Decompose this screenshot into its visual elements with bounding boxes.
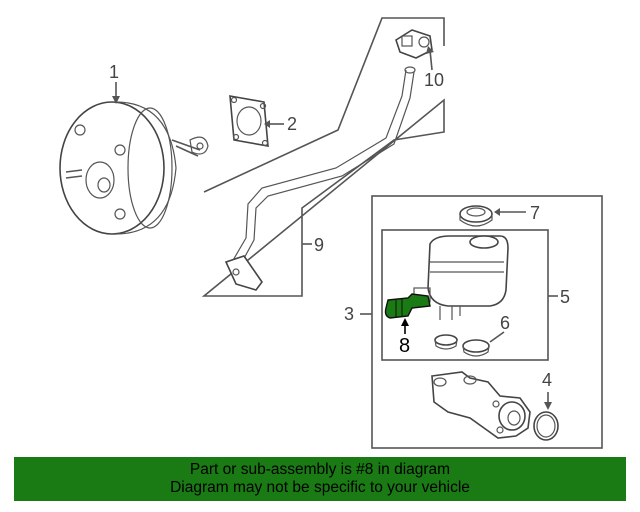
o-ring-part-4[interactable] <box>533 411 559 441</box>
callout-3: 3 <box>344 304 354 324</box>
hose-group-outline <box>201 17 445 297</box>
master-cylinder-body[interactable] <box>431 371 531 439</box>
callout-6: 6 <box>500 313 510 333</box>
banner-line-2: Diagram may not be specific to your vehi… <box>170 479 470 496</box>
info-banner: Part or sub-assembly is #8 in diagram Di… <box>14 457 626 501</box>
callout-5: 5 <box>560 287 570 307</box>
vacuum-hose-part-9[interactable] <box>224 66 416 291</box>
reservoir-kit-box <box>381 229 549 361</box>
parts-diagram: 1 2 9 10 3 5 7 <box>59 17 603 449</box>
callout-8: 8 <box>399 335 410 357</box>
fluid-reservoir[interactable] <box>413 235 509 320</box>
callout-4: 4 <box>542 370 552 390</box>
fitting-part-8-highlighted[interactable] <box>384 293 431 319</box>
brake-booster-part-1[interactable] <box>59 101 209 235</box>
master-cylinder-assembly-box <box>371 195 603 449</box>
callout-1: 1 <box>109 62 119 82</box>
callout-7: 7 <box>530 203 540 223</box>
grommets-part-6[interactable] <box>434 334 490 357</box>
gasket-part-2[interactable] <box>229 95 269 147</box>
reservoir-cap-part-7[interactable] <box>459 205 493 227</box>
callout-10: 10 <box>424 70 444 90</box>
callout-9: 9 <box>314 235 324 255</box>
callout-2: 2 <box>287 114 297 134</box>
banner-line-1: Part or sub-assembly is #8 in diagram <box>189 461 451 478</box>
